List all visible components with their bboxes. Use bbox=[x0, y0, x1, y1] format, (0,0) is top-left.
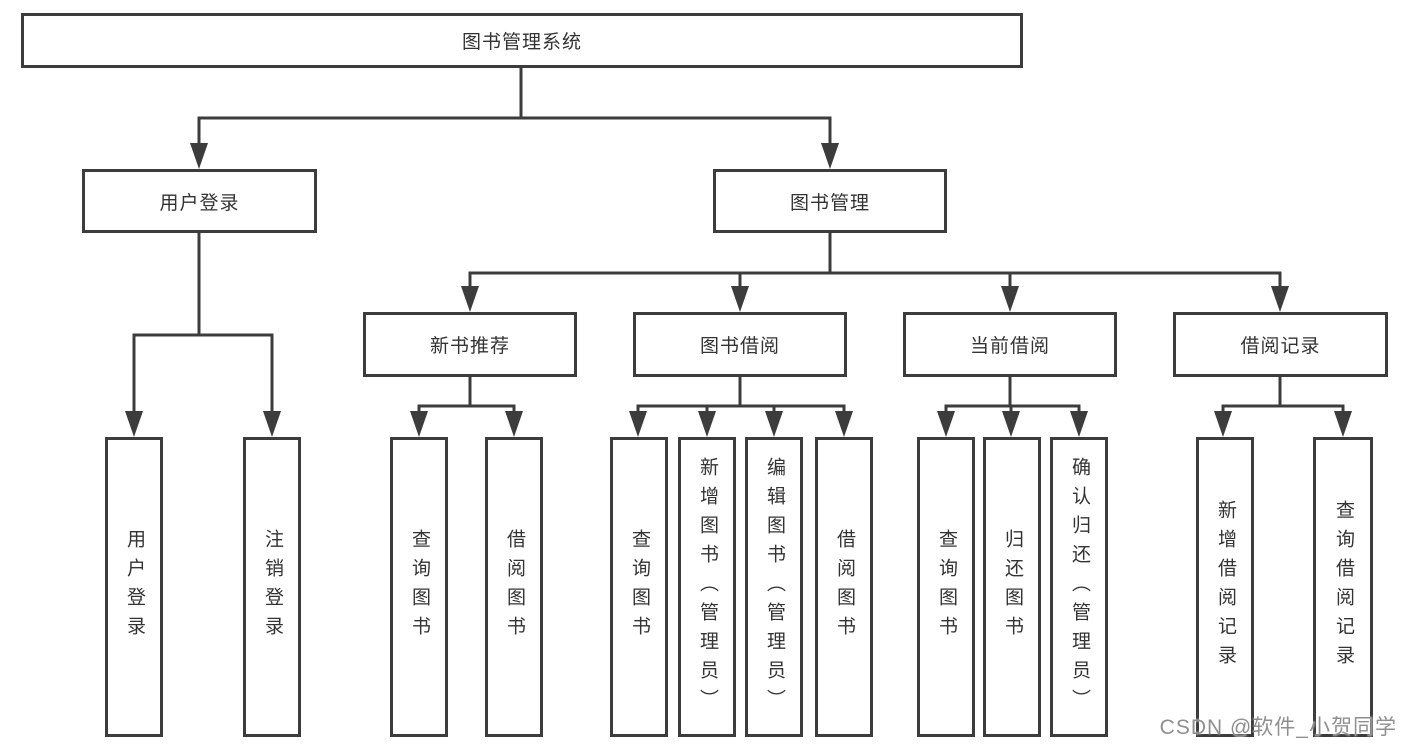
leaf-edit-books-admin: 编辑图书（管理员） bbox=[745, 437, 803, 737]
node-borrowing-records: 借阅记录 bbox=[1173, 312, 1388, 377]
leaf-label: 新增借阅记录 bbox=[1214, 500, 1236, 674]
leaf-query-books-recommend: 查询图书 bbox=[390, 437, 448, 737]
leaf-label: 用户登录 bbox=[123, 529, 145, 645]
arrowhead bbox=[1001, 286, 1019, 312]
leaf-borrow-books-recommend: 借阅图书 bbox=[485, 437, 543, 737]
node-book-borrowing: 图书借阅 bbox=[633, 312, 847, 377]
leaf-label: 归还图书 bbox=[1001, 529, 1023, 645]
arrowhead bbox=[698, 411, 716, 437]
arrowhead bbox=[731, 286, 749, 312]
node-label: 图书管理系统 bbox=[461, 32, 582, 53]
leaf-logout: 注销登录 bbox=[243, 437, 301, 737]
leaf-query-books-current: 查询图书 bbox=[917, 437, 975, 737]
node-label: 图书管理 bbox=[789, 192, 870, 214]
leaf-label: 新增图书（管理员） bbox=[696, 456, 718, 718]
leaf-add-books-admin: 新增图书（管理员） bbox=[678, 437, 736, 737]
node-book-management: 图书管理 bbox=[713, 169, 947, 233]
arrowhead bbox=[461, 286, 479, 312]
arrowhead bbox=[263, 411, 281, 437]
arrowhead bbox=[505, 411, 523, 437]
leaf-query-books-borrow: 查询图书 bbox=[610, 437, 668, 737]
node-label: 新书推荐 bbox=[429, 336, 510, 357]
arrowhead bbox=[1271, 286, 1289, 312]
arrowhead bbox=[1214, 411, 1232, 437]
node-user-login: 用户登录 bbox=[82, 169, 317, 233]
leaf-borrow-books: 借阅图书 bbox=[815, 437, 873, 737]
node-new-book-recommendation: 新书推荐 bbox=[363, 312, 577, 377]
leaf-label: 编辑图书（管理员） bbox=[763, 456, 785, 718]
arrowhead bbox=[821, 143, 839, 169]
leaf-add-borrow-record: 新增借阅记录 bbox=[1196, 437, 1254, 737]
arrowhead bbox=[125, 411, 143, 437]
arrowhead bbox=[765, 411, 783, 437]
leaf-label: 确认归还（管理员） bbox=[1068, 456, 1090, 718]
leaf-label: 查询图书 bbox=[628, 529, 650, 645]
arrowhead bbox=[190, 143, 208, 169]
arrowhead bbox=[1334, 411, 1352, 437]
arrowhead bbox=[835, 411, 853, 437]
arrowhead bbox=[410, 411, 428, 437]
node-label: 用户登录 bbox=[159, 192, 240, 214]
arrowhead bbox=[1002, 411, 1020, 437]
node-label: 图书借阅 bbox=[699, 336, 780, 357]
node-label: 当前借阅 bbox=[969, 336, 1050, 357]
node-label: 借阅记录 bbox=[1240, 336, 1321, 357]
node-current-borrowing: 当前借阅 bbox=[903, 312, 1117, 377]
arrowhead bbox=[1070, 411, 1088, 437]
csdn-watermark: CSDN @软件_小贺同学 bbox=[1159, 716, 1397, 739]
leaf-label: 借阅图书 bbox=[503, 529, 525, 645]
leaf-label: 查询图书 bbox=[408, 529, 430, 645]
leaf-return-books: 归还图书 bbox=[983, 437, 1041, 737]
leaf-confirm-return-admin: 确认归还（管理员） bbox=[1050, 437, 1108, 737]
leaf-label: 注销登录 bbox=[261, 529, 283, 645]
node-root-system: 图书管理系统 bbox=[21, 13, 1023, 68]
arrowhead bbox=[937, 411, 955, 437]
leaf-query-borrow-record: 查询借阅记录 bbox=[1313, 437, 1373, 737]
leaf-user-login: 用户登录 bbox=[105, 437, 163, 737]
leaf-label: 借阅图书 bbox=[833, 529, 855, 645]
arrowhead bbox=[629, 411, 647, 437]
leaf-label: 查询借阅记录 bbox=[1332, 500, 1354, 674]
leaf-label: 查询图书 bbox=[935, 529, 957, 645]
